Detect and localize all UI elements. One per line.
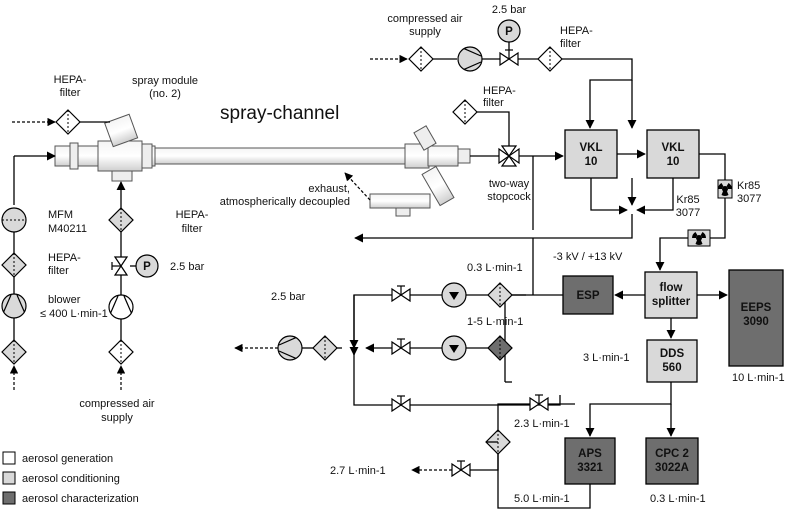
filter-icon <box>487 282 513 308</box>
hepa-label-spray: HEPA-filter <box>176 209 209 235</box>
voltage-label: -3 kV / +13 kV <box>553 251 623 263</box>
eeps-box <box>728 269 784 367</box>
filter-icon <box>108 339 134 365</box>
aps-box <box>564 437 616 485</box>
filter-icon <box>108 207 134 233</box>
flow-1-5-label: 1-5 L·min-1 <box>467 316 523 328</box>
spray-module-label: spray module(no. 2) <box>132 75 198 100</box>
valve-icon <box>111 256 128 276</box>
blower-label: blower≤ 400 L·min-1 <box>40 294 108 320</box>
flow-meter-icon <box>1 207 27 233</box>
vkl-1-box <box>564 129 618 179</box>
flow-splitter-box <box>644 271 698 319</box>
dds-box <box>646 339 698 383</box>
pressure-label-spray: 2.5 bar <box>170 261 205 273</box>
blower-icon <box>277 335 303 361</box>
valve-icon <box>391 395 411 412</box>
pressure-gauge-icon <box>497 19 521 43</box>
spray-channel <box>30 113 471 217</box>
flow-3-label: 3 L·min-1 <box>583 352 629 364</box>
hepa-label-mid: HEPA-filter <box>483 85 516 109</box>
legend-characterization: aerosol characterization <box>22 493 139 505</box>
pump-icon <box>457 46 483 72</box>
spray-channel-title: spray-channel <box>220 103 339 124</box>
flow-10-label: 10 L·min-1 <box>732 372 785 384</box>
blower-icon <box>1 293 27 319</box>
filter-icon <box>55 109 81 135</box>
valve-icon <box>391 285 411 302</box>
hepa-label-left: HEPA-filter <box>54 74 87 99</box>
filter-icon <box>1 252 27 278</box>
valve-icon <box>499 49 519 66</box>
flow-5-0-label: 5.0 L·min-1 <box>514 493 570 505</box>
esp-box <box>562 275 614 315</box>
filter-icon <box>487 335 513 361</box>
filter-icon <box>408 46 434 72</box>
filter-icon <box>452 99 478 125</box>
pump-icon <box>441 335 467 361</box>
flow-2-7-label: 2.7 L·min-1 <box>330 465 386 477</box>
valve-icon <box>451 460 471 477</box>
top-air-line: P <box>370 19 637 129</box>
svg-text:P: P <box>143 261 151 273</box>
vkl-2-box <box>646 129 700 179</box>
flow-03-label-top: 0.3 L·min-1 <box>467 262 523 274</box>
exhaust-label: exhaust,atmospherically decoupled <box>220 183 350 208</box>
pressure-gauge-icon <box>135 254 159 278</box>
filter-icon <box>312 335 338 361</box>
svg-text:P: P <box>505 26 513 38</box>
legend-generation: aerosol generation <box>22 453 113 465</box>
cpc-box <box>645 437 699 485</box>
flow-2-3-label: 2.3 L·min-1 <box>514 418 570 430</box>
valve-icon <box>529 394 549 411</box>
valve-icon <box>391 338 411 355</box>
pump-icon <box>441 282 467 308</box>
hepa-label-mfm: HEPA-filter <box>48 252 81 277</box>
flow-03-cpc-label: 0.3 L·min-1 <box>650 493 706 505</box>
filter-icon <box>537 46 563 72</box>
legend: aerosol generation aerosol conditioning … <box>2 451 139 505</box>
filter-icon <box>1 339 27 365</box>
pressure-label-manifold: 2.5 bar <box>271 291 306 303</box>
svg-text:ESP: ESP <box>576 290 599 302</box>
two-way-stopcock-icon <box>498 145 520 167</box>
legend-conditioning: aerosol conditioning <box>22 473 120 485</box>
pressure-label-top: 2.5 bar <box>492 4 527 16</box>
hepa-label-top: HEPA-filter <box>560 25 593 50</box>
pump-icon <box>108 294 134 320</box>
